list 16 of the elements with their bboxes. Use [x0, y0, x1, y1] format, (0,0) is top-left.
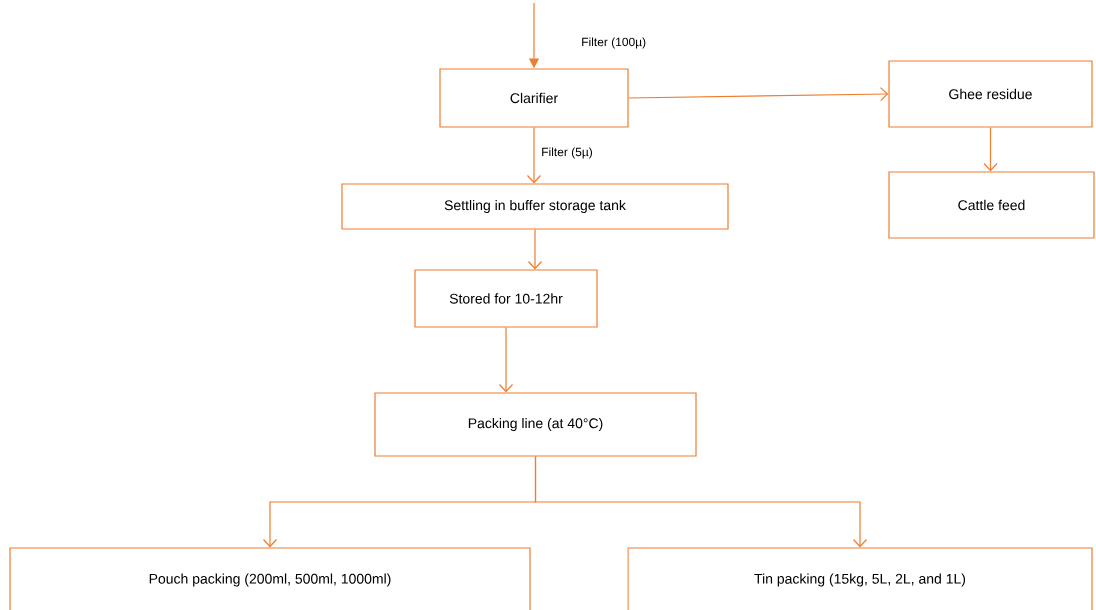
arrow [526, 127, 542, 184]
arrow [534, 456, 868, 548]
process-box: Settling in buffer storage tank [341, 183, 729, 230]
edge-label: Filter (5µ) [540, 146, 594, 160]
arrow [628, 87, 889, 102]
arrow [498, 327, 514, 393]
process-box: Stored for 10-12hr [414, 269, 598, 328]
process-box: Packing line (at 40°C) [374, 392, 697, 457]
arrow [983, 127, 998, 172]
process-box: Clarifier [439, 68, 629, 128]
process-box: Tin packing (15kg, 5L, 2L, and 1L) [627, 547, 1093, 610]
process-box: Cattle feed [888, 171, 1095, 239]
process-box: Pouch packing (200ml, 500ml, 1000ml) [9, 547, 531, 610]
edge-label: Filter (100µ) [580, 36, 648, 50]
arrow [527, 229, 543, 270]
process-box: Ghee residue [888, 60, 1093, 128]
